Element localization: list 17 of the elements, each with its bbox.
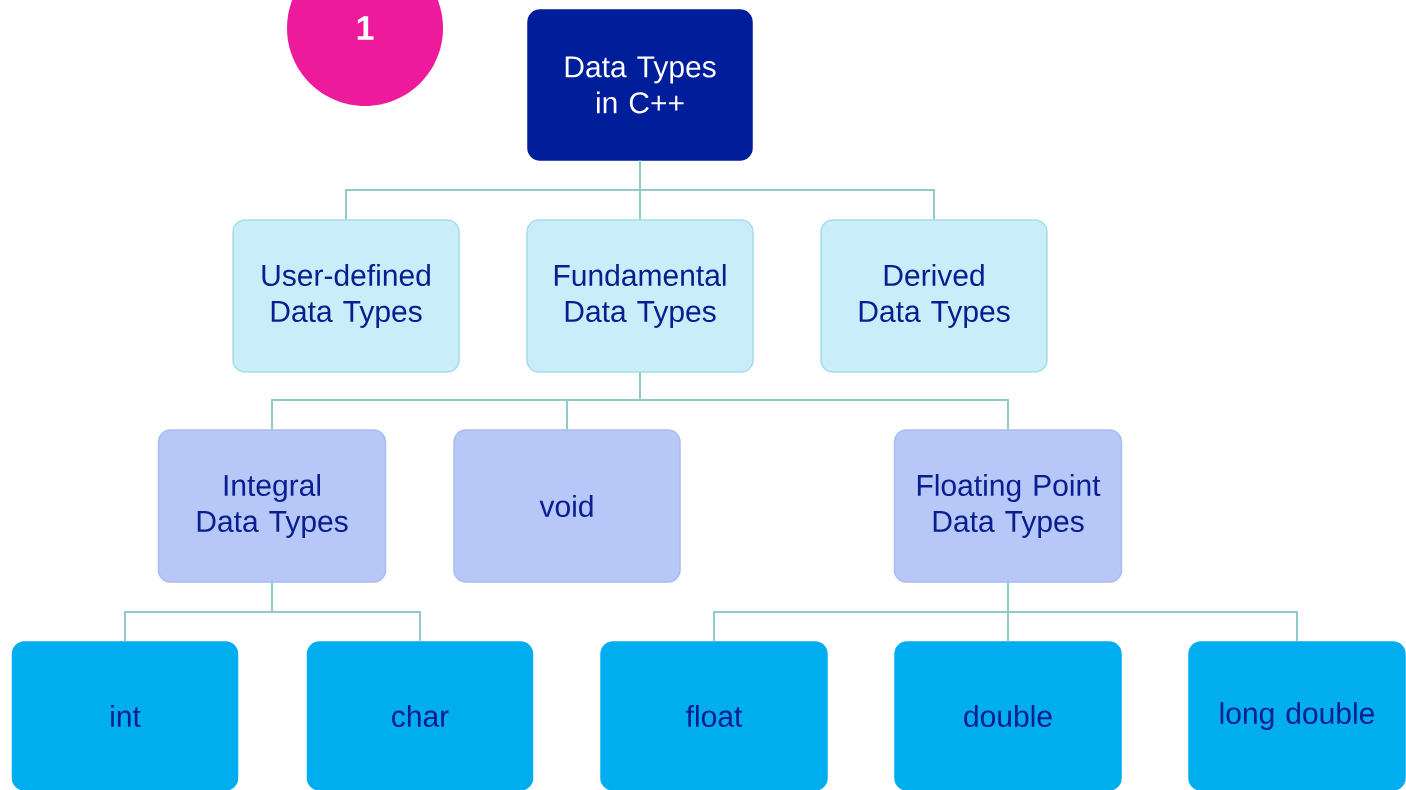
type-box: float <box>600 641 828 790</box>
connector-line <box>639 159 935 221</box>
type-box: char <box>306 641 534 790</box>
type-box: Fundamental Data Types <box>526 219 754 373</box>
type-box: double <box>894 641 1122 790</box>
type-box: User-defined Data Types <box>232 219 460 373</box>
type-box: Derived Data Types <box>820 219 1048 373</box>
type-box: Integral Data Types <box>157 429 387 583</box>
type-box: int <box>11 641 239 790</box>
connector-line <box>1007 581 1298 643</box>
connector-line <box>271 581 421 643</box>
type-box: Data Types in C++ <box>527 9 753 161</box>
connector-line <box>639 371 1009 431</box>
type-box: Floating Point Data Types <box>893 429 1123 583</box>
type-box: long double <box>1188 641 1406 790</box>
type-box: void <box>453 429 681 583</box>
badge-number: 1 <box>357 16 374 40</box>
